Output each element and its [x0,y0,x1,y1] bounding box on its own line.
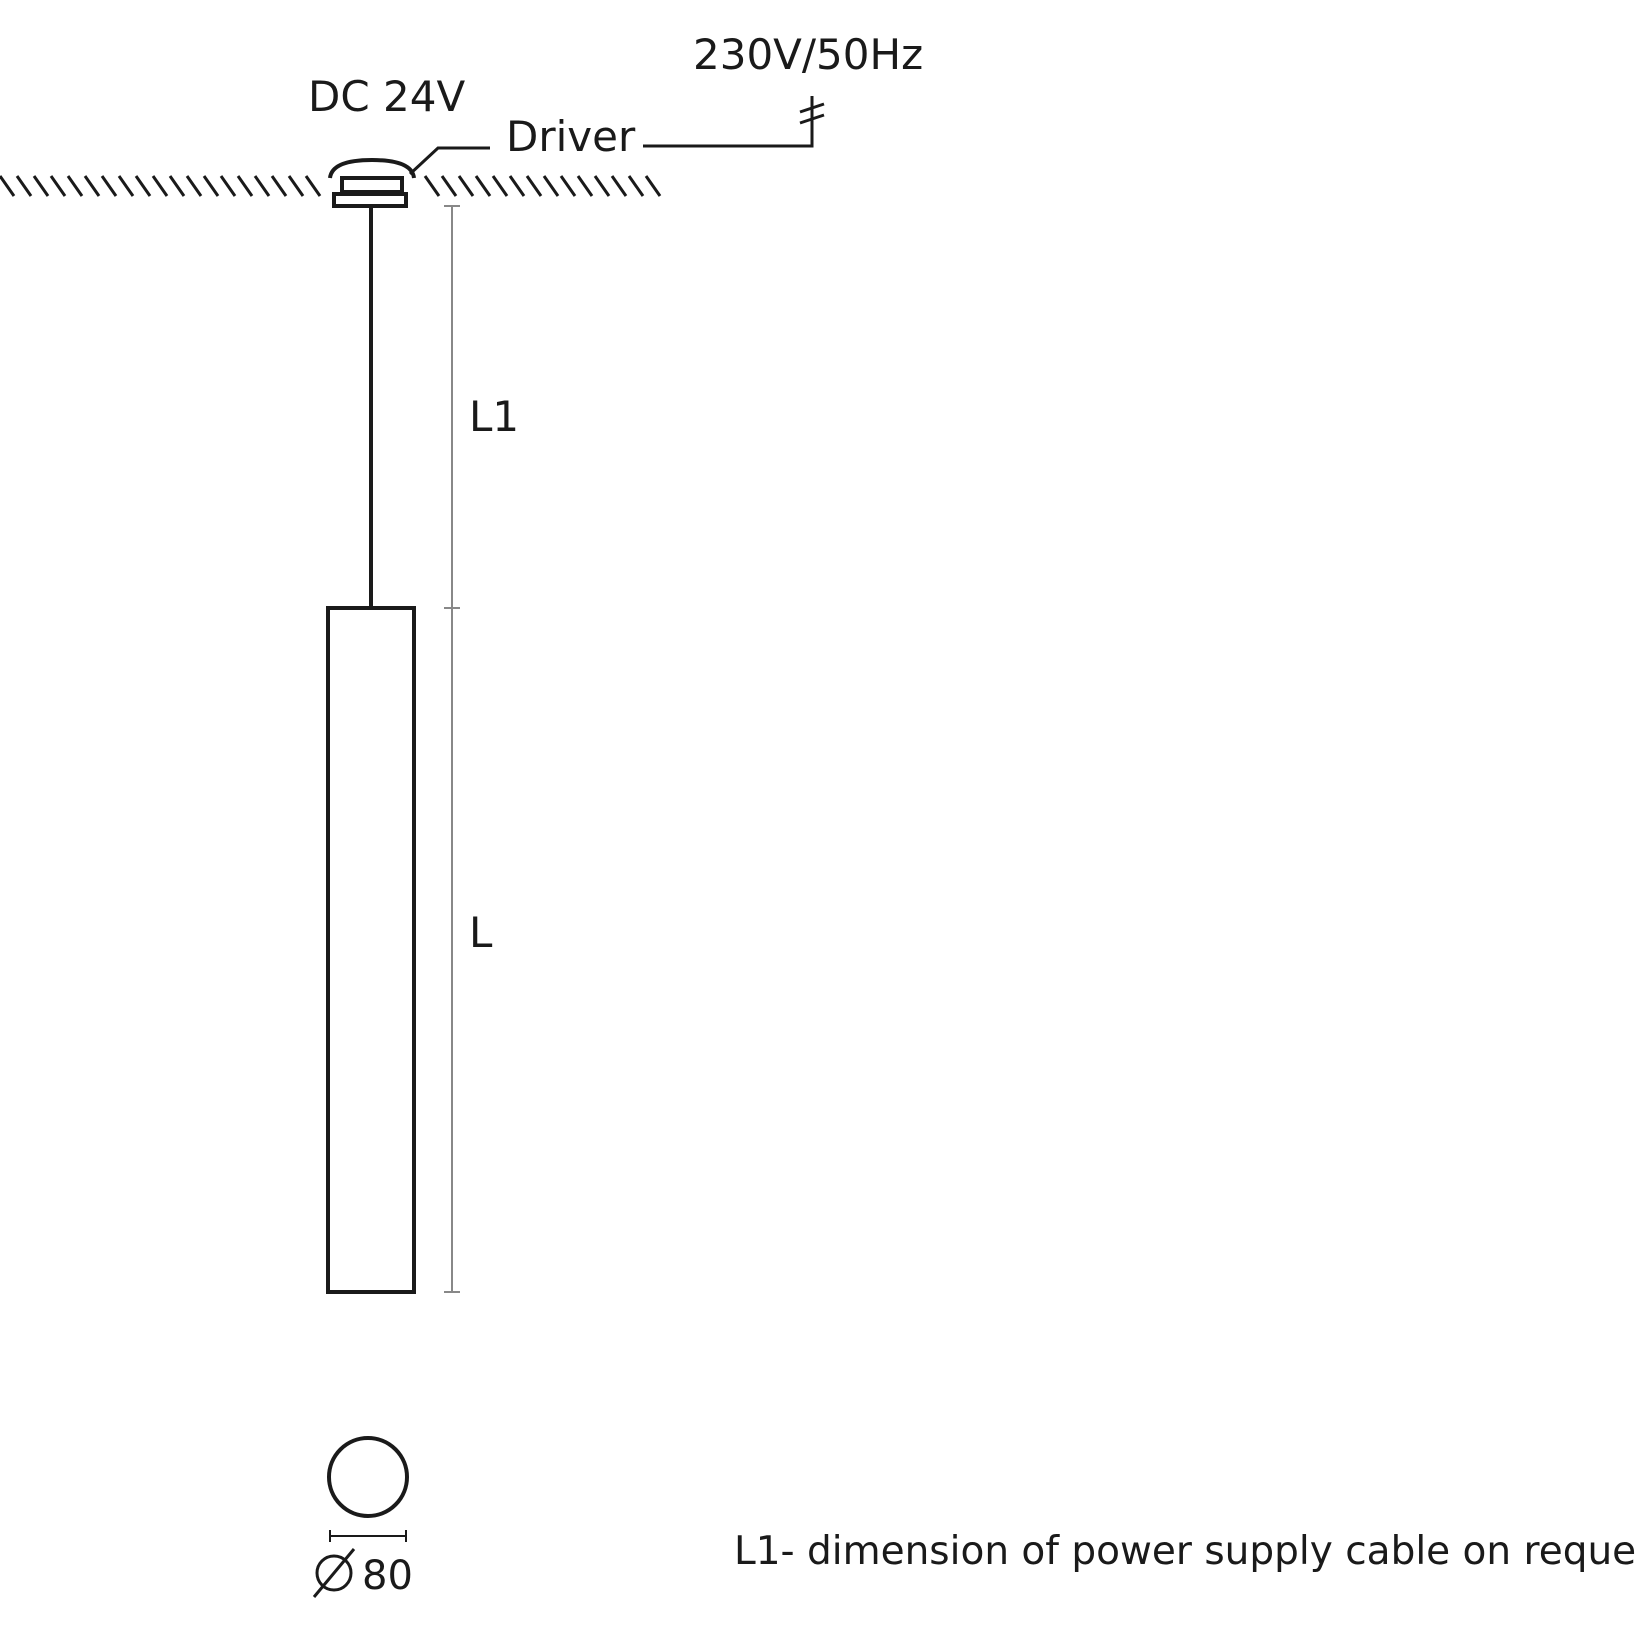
hatch-stroke [100,175,118,197]
hatch-stroke [270,175,288,197]
hatch-stroke [32,175,50,197]
hatch-stroke [83,175,101,197]
output-voltage-label: DC 24V [308,72,466,121]
luminaire-body [326,606,416,1294]
vertical-dimension [444,205,460,1293]
hatch-stroke [474,175,492,197]
hatch-stroke [423,175,441,197]
hatch-stroke [66,175,84,197]
driver-label: Driver [506,112,636,161]
mains-supply-line [643,96,814,148]
hatch-stroke [185,175,203,197]
mains-tick-1 [799,102,825,114]
cable-note: L1- dimension of power supply cable on r… [734,1529,1637,1574]
ceiling-hatching [0,175,662,197]
hatch-stroke [49,175,67,197]
mains-tick-2 [799,113,825,125]
hatch-stroke [15,175,33,197]
body-length-label: L [469,908,493,957]
hatch-stroke [287,175,305,197]
hatch-stroke [508,175,526,197]
diameter-label: 80 [362,1553,413,1599]
diameter-dimension [329,1530,407,1542]
diameter-symbol-icon [312,1548,356,1598]
bottom-view-circle [327,1436,409,1518]
hatch-stroke [457,175,475,197]
hatch-stroke [593,175,611,197]
cable-length-label: L1 [469,392,520,441]
hatch-stroke [202,175,220,197]
input-voltage-label: 230V/50Hz [693,30,924,79]
hatch-stroke [168,175,186,197]
ceiling-canopy [328,157,416,208]
hatch-stroke [576,175,594,197]
hatch-stroke [525,175,543,197]
hatch-stroke [542,175,560,197]
hatch-stroke [0,175,16,197]
hatch-stroke [304,175,322,197]
hatch-stroke [627,175,645,197]
driver-leader-line [408,146,490,176]
hatch-stroke [236,175,254,197]
hatch-stroke [117,175,135,197]
hatch-stroke [440,175,458,197]
hatch-stroke [151,175,169,197]
hatch-stroke [610,175,628,197]
hatch-stroke [559,175,577,197]
hatch-stroke [491,175,509,197]
hatch-stroke [134,175,152,197]
hatch-stroke [253,175,271,197]
hatch-stroke [219,175,237,197]
hatch-stroke [644,175,662,197]
